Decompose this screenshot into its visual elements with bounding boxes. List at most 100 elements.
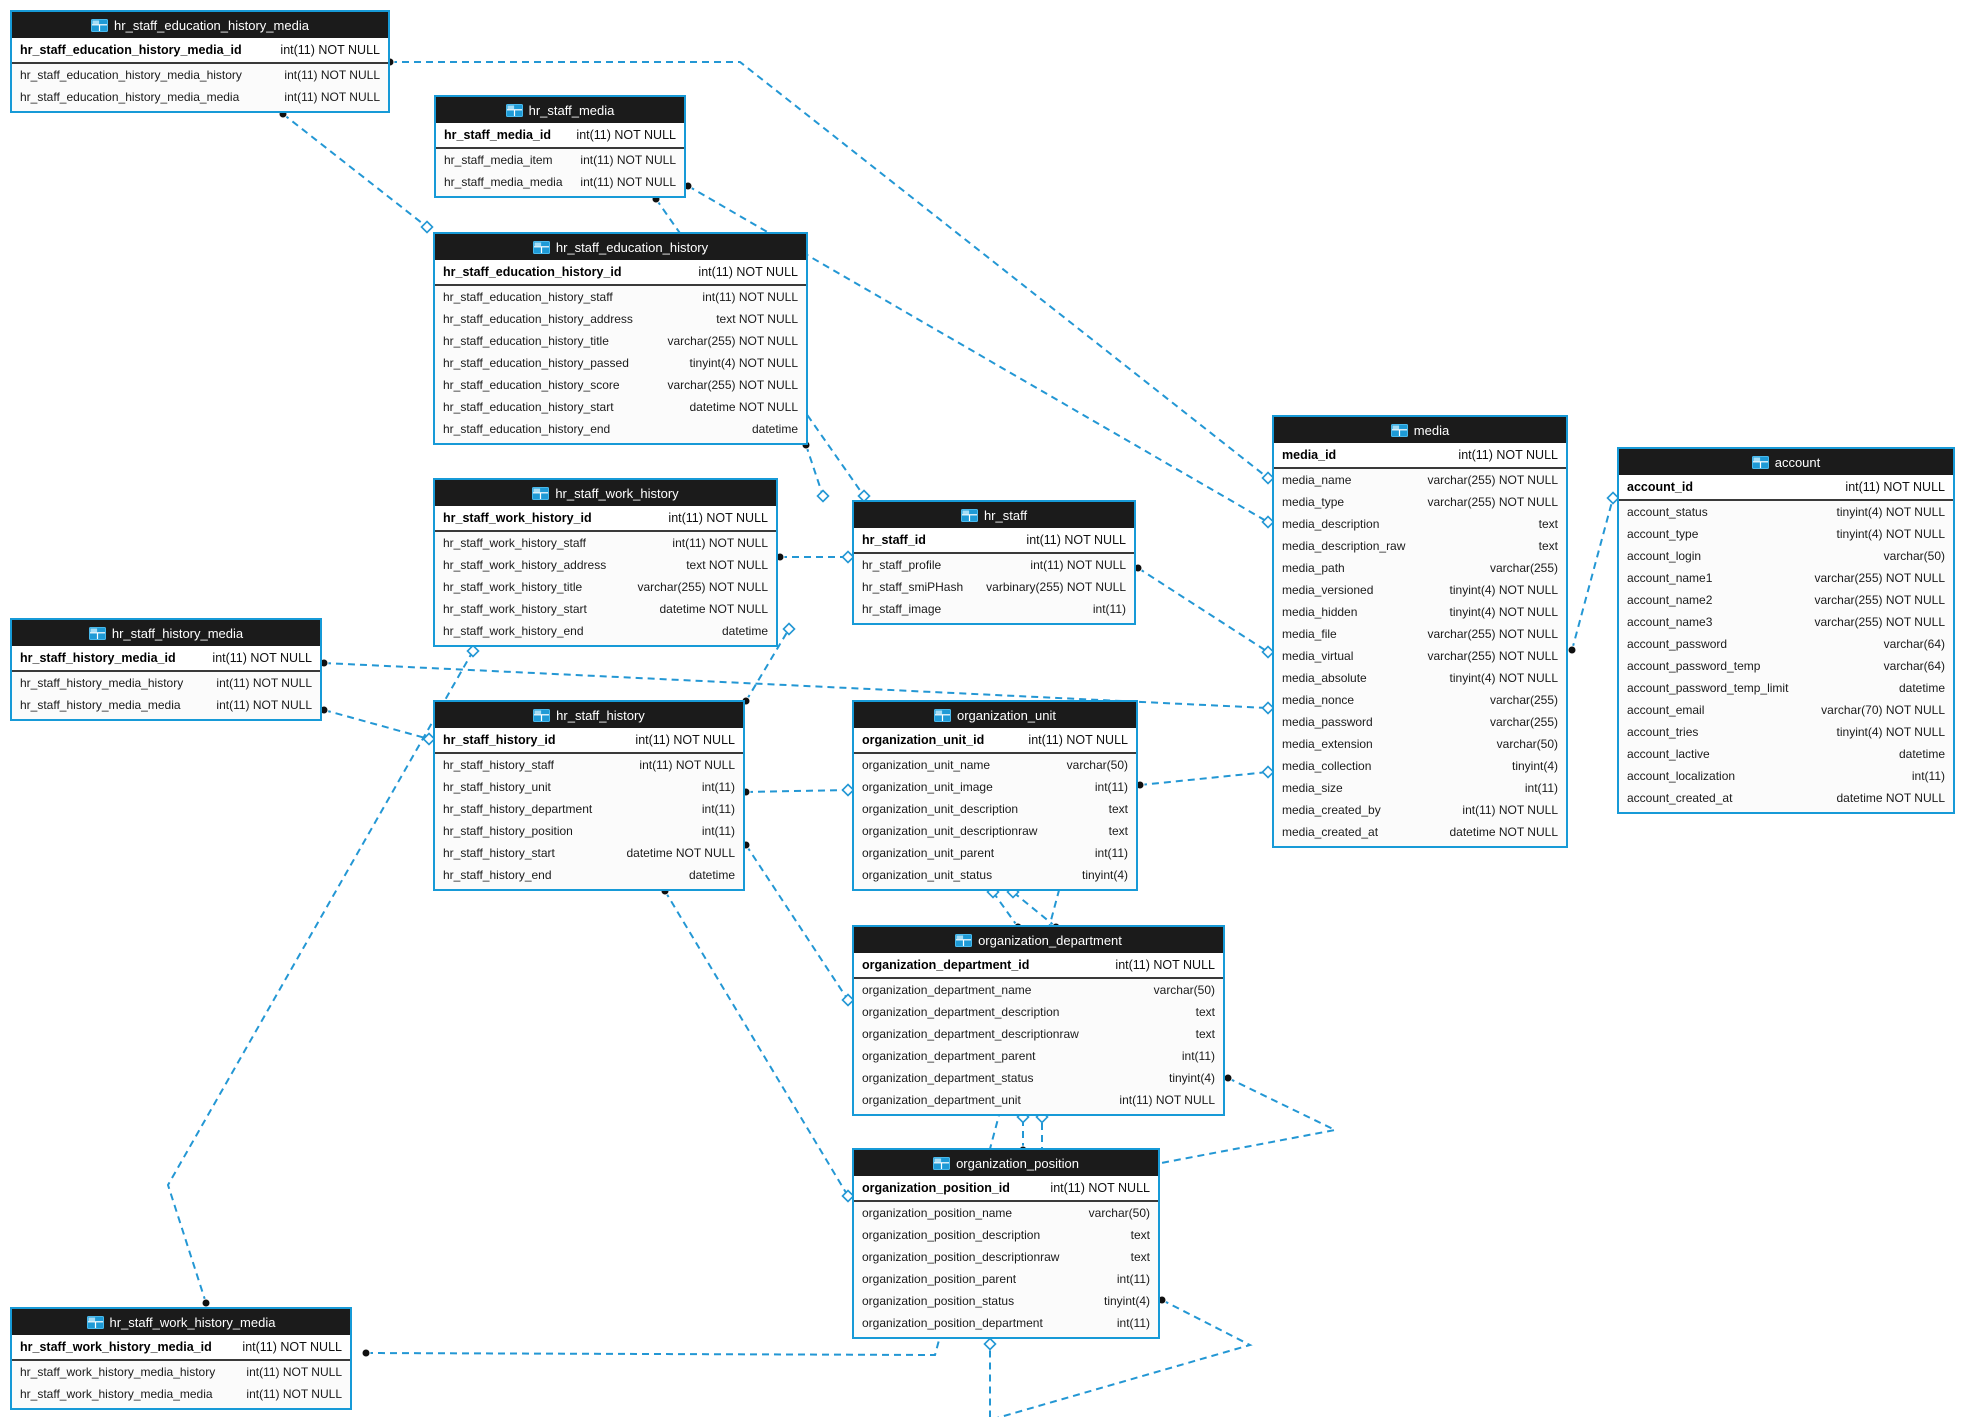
table-header[interactable]: hr_staff_education_history bbox=[435, 234, 806, 260]
table-header[interactable]: organization_unit bbox=[854, 702, 1136, 728]
relationship-hr_staff_work_history_media-to-hr_staff_work_history[interactable] bbox=[166, 644, 480, 1308]
relationship-line[interactable] bbox=[1012, 891, 1057, 928]
relationship-line[interactable] bbox=[1139, 771, 1269, 786]
relationship-line[interactable] bbox=[1571, 497, 1614, 651]
table-header[interactable]: hr_staff_work_history_media bbox=[12, 1309, 350, 1335]
relationship-organization_position-to-organization_position[interactable] bbox=[983, 1295, 1253, 1417]
relationship-organization_unit-to-media[interactable] bbox=[1135, 765, 1275, 790]
table-header[interactable]: hr_staff_history_media bbox=[12, 620, 320, 646]
relationship-hr_staff_history_media-to-media[interactable] bbox=[319, 658, 1275, 715]
relationship-hr_staff_history-to-organization_position[interactable] bbox=[660, 886, 855, 1203]
table-header[interactable]: organization_position bbox=[854, 1150, 1158, 1176]
relationship-hr_staff_education_history-to-hr_staff[interactable] bbox=[801, 440, 830, 503]
relationship-line[interactable] bbox=[323, 662, 1269, 709]
relationship-line[interactable] bbox=[745, 628, 790, 702]
relationship-line[interactable] bbox=[989, 1299, 1253, 1417]
relationship-line[interactable] bbox=[1137, 567, 1269, 653]
table-hr_staff_work_history_media[interactable]: hr_staff_work_history_media hr_staff_work… bbox=[10, 1307, 352, 1410]
relationship-line[interactable] bbox=[390, 61, 1269, 479]
column-row[interactable]: hr_staff_education_history_media_history… bbox=[12, 64, 388, 86]
table-header[interactable]: organization_department bbox=[854, 927, 1223, 953]
relationship-hr_staff_history_media-to-hr_staff_history[interactable] bbox=[319, 705, 436, 746]
table-header[interactable]: hr_staff bbox=[854, 502, 1134, 528]
relationship-line[interactable] bbox=[323, 709, 430, 740]
table-header[interactable]: hr_staff_history bbox=[435, 702, 743, 728]
relationship-line[interactable] bbox=[166, 650, 474, 1304]
relationship-hr_staff_history-to-organization_department[interactable] bbox=[741, 840, 855, 1007]
relationship-media-to-account[interactable] bbox=[1567, 491, 1620, 655]
relationship-hr_staff_education_history_media-to-hr_staff_education_history[interactable] bbox=[278, 109, 434, 234]
relationship-line[interactable] bbox=[745, 789, 849, 793]
